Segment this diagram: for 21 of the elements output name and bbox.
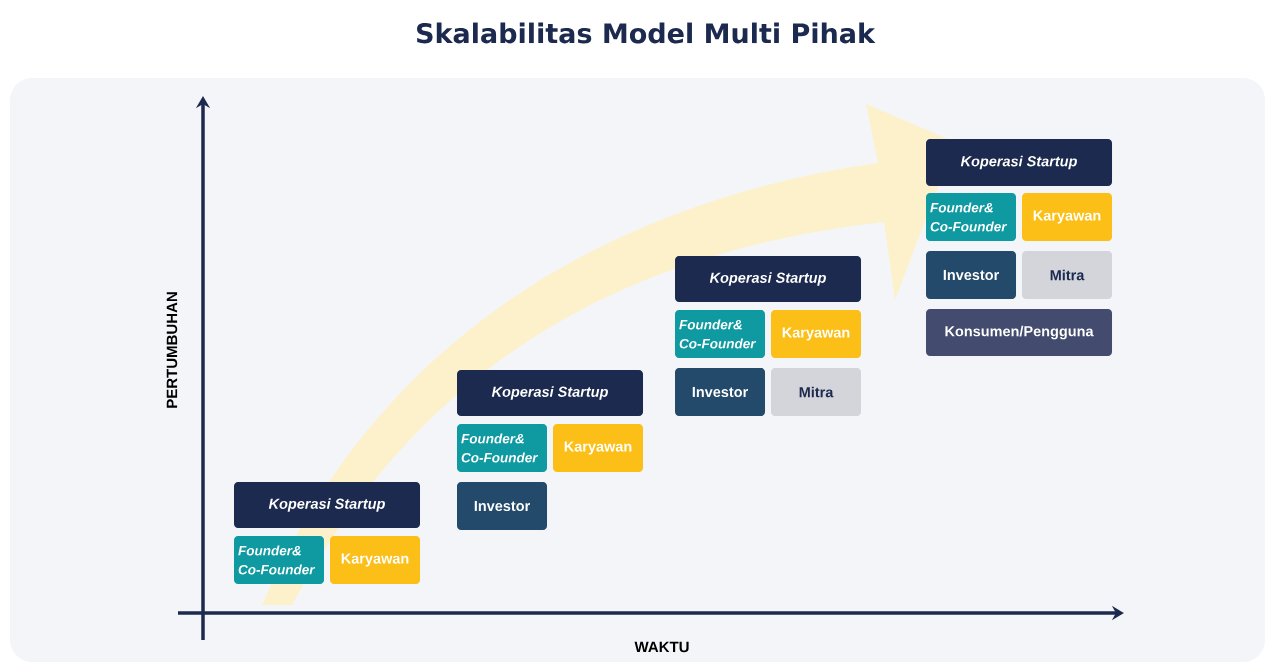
header-box: Koperasi Startup (457, 370, 643, 416)
founder-box: Founder& Co-Founder (457, 424, 547, 472)
founder-box: Founder& Co-Founder (234, 536, 324, 584)
header-box: Koperasi Startup (675, 256, 861, 302)
header-box: Koperasi Startup (234, 482, 420, 528)
partner-box: Mitra (1022, 251, 1112, 299)
title: Skalabilitas Model Multi Pihak (417, 22, 876, 44)
partner-box: Mitra (771, 368, 861, 416)
founder-box: Founder& Co-Founder (926, 193, 1016, 241)
founder-box: Founder& Co-Founder (675, 310, 765, 358)
employee-box: Karyawan (330, 536, 420, 584)
investor-box: Investor (457, 482, 547, 530)
investor-box: Investor (675, 368, 765, 416)
employee-box: Karyawan (771, 310, 861, 358)
employee-box: Karyawan (1022, 193, 1112, 241)
axis-label: WAKTU (634, 641, 689, 653)
consumer-box: Konsumen/Pengguna (926, 309, 1112, 356)
employee-box: Karyawan (553, 424, 643, 472)
axis-label: PERTUMBUHAN (166, 292, 178, 408)
header-box: Koperasi Startup (926, 139, 1112, 186)
investor-box: Investor (926, 251, 1016, 299)
